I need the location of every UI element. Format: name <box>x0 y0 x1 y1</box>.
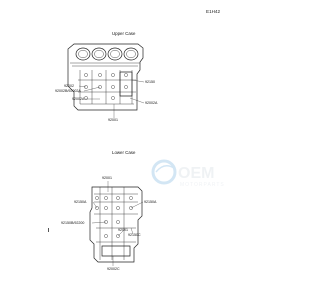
watermark-tagline: MOTORPARTS <box>180 182 225 188</box>
lower-case-drawing <box>89 181 144 266</box>
margin-mark <box>48 228 49 232</box>
lower-label-b: 92150A <box>74 200 87 204</box>
diagram-code: E1H42 <box>206 9 221 14</box>
upper-case-drawing <box>67 43 145 118</box>
upper-label-d: 92150 <box>145 80 155 84</box>
crankcase-drawing <box>67 43 145 266</box>
upper-label-b: 92002B/92002A <box>55 89 81 93</box>
watermark-brand: OEM <box>178 165 214 182</box>
parts-diagram-page: E1H42 Upper Case <box>48 9 230 271</box>
lower-label-g: 92002C <box>107 267 120 271</box>
lower-case-title: Lower Case <box>112 150 136 155</box>
upper-label-e: 92002A <box>145 101 158 105</box>
oem-watermark-logo: OEM MOTORPARTS <box>150 158 230 190</box>
upper-case-title: Upper Case <box>112 31 136 36</box>
upper-label-a: 92002 <box>64 84 74 88</box>
lower-label-f: 92150C <box>128 233 141 237</box>
lower-label-d: 92150B/92200 <box>61 221 85 225</box>
upper-label-f: 92001 <box>108 118 118 122</box>
lower-label-e: 92001 <box>118 228 128 232</box>
upper-label-c: 92002A <box>72 97 85 101</box>
lower-label-a: 92001 <box>102 176 112 180</box>
lower-label-c: 92150A <box>144 200 157 204</box>
oem-logo-icon: OEM MOTORPARTS <box>151 159 225 188</box>
